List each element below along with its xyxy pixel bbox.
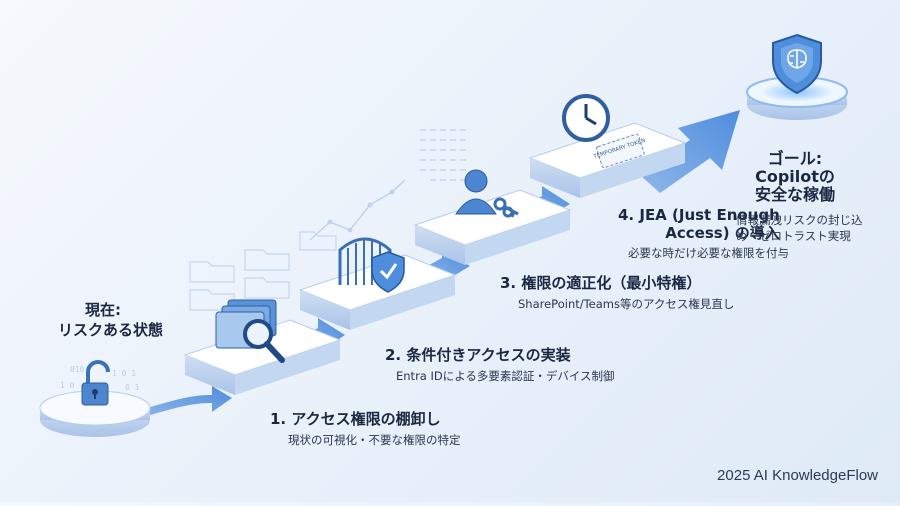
goal-line1: ゴール: bbox=[767, 149, 823, 168]
step4-title-line2: Access) の導入 bbox=[665, 224, 780, 242]
svg-text:1 0 1: 1 0 1 bbox=[112, 369, 136, 378]
step3-platform bbox=[413, 189, 572, 265]
goal-desc-line2: め・ゼロトラスト実現 bbox=[736, 229, 851, 243]
goal-desc-line1: 情報漏洩リスクの封じ込 bbox=[736, 213, 863, 227]
open-padlock-icon bbox=[81, 360, 110, 406]
brand-label: 2025 AI KnowledgeFlow bbox=[717, 467, 878, 484]
step3-desc: SharePoint/Teams等のアクセス権見直し bbox=[518, 297, 735, 311]
start-line2: リスクある状態 bbox=[58, 321, 164, 339]
folder-magnifier-icon bbox=[215, 299, 285, 363]
step4-title: 4. JEA (Just Enough Access) の導入 bbox=[618, 206, 780, 242]
step3-title: 3. 権限の適正化（最小特権） bbox=[500, 274, 702, 292]
goal-desc: 情報漏洩リスクの封じ込 め・ゼロトラスト実現 bbox=[736, 212, 863, 244]
step4-title-line1: 4. JEA (Just Enough bbox=[618, 206, 780, 224]
brain-shield-icon bbox=[772, 33, 822, 95]
start-label: 現在: リスクある状態 bbox=[58, 300, 164, 340]
svg-text:1 0: 1 0 bbox=[60, 381, 75, 390]
svg-text:010: 010 bbox=[70, 365, 85, 374]
user-key-icon bbox=[455, 169, 519, 218]
goal-line2: Copilotの bbox=[755, 167, 835, 186]
start-line1: 現在: bbox=[85, 301, 121, 319]
step1-title: 1. アクセス権限の棚卸し bbox=[270, 410, 441, 428]
step2-title: 2. 条件付きアクセスの実装 bbox=[385, 346, 571, 364]
step4-desc: 必要な時だけ必要な権限を付与 bbox=[628, 246, 789, 260]
step2-desc: Entra IDによる多要素認証・デバイス制御 bbox=[396, 369, 615, 383]
step1-desc: 現状の可視化・不要な権限の特定 bbox=[288, 433, 461, 447]
goal-title: ゴール: Copilotの 安全な稼働 bbox=[740, 150, 850, 204]
gate-shield-icon bbox=[338, 237, 405, 293]
goal-line3: 安全な稼働 bbox=[754, 185, 835, 204]
start-platform bbox=[39, 390, 151, 437]
svg-text:0 1: 0 1 bbox=[125, 383, 140, 392]
clock-token-icon: TEMPORARY TOKEN bbox=[562, 94, 646, 169]
